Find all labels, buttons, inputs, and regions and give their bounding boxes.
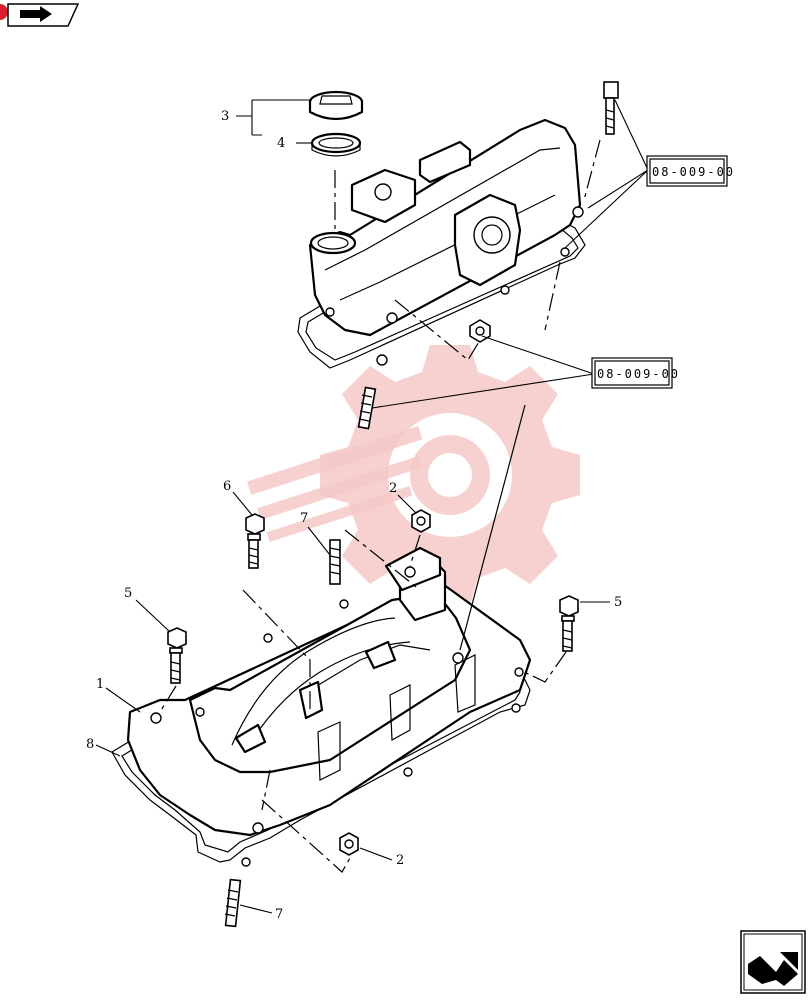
bolt-6 [245, 513, 265, 569]
callout-7-lower: 7 [275, 907, 283, 922]
callout-3: 3 [221, 109, 229, 124]
upper-stud [357, 386, 377, 430]
callout-1: 1 [96, 677, 104, 692]
callout-6: 6 [223, 479, 231, 494]
upper-valve-cover [297, 118, 586, 369]
callout-2-lower: 2 [396, 853, 404, 868]
nav-arrow-icon [20, 6, 52, 22]
callout-5-left: 5 [124, 586, 132, 601]
next-page-button[interactable] [740, 930, 806, 994]
upper-bolt [603, 81, 619, 135]
stud-7-upper [329, 539, 341, 585]
nav-arrow-icon [748, 952, 798, 986]
reference-code-top: 08-009-00 [652, 165, 735, 179]
o-ring-seal [310, 132, 362, 157]
callout-8: 8 [86, 737, 94, 752]
bolt-5-right [559, 595, 579, 652]
callout-7-upper: 7 [300, 511, 308, 526]
callout-4: 4 [277, 136, 285, 151]
callout-5-right: 5 [614, 595, 622, 610]
bolt-5-left [167, 627, 187, 684]
lower-valve-cover-housing [111, 546, 532, 867]
reference-link-top[interactable]: 08-009-00 [646, 155, 735, 187]
previous-page-tab[interactable] [0, 0, 80, 30]
reference-link-mid[interactable]: 08-009-00 [591, 357, 680, 389]
nav-badge-icon [0, 4, 8, 20]
nut-2-lower [339, 832, 359, 856]
watermark-gear-icon [246, 345, 580, 605]
reference-code-mid: 08-009-00 [597, 367, 680, 381]
stud-7-lower [224, 878, 242, 928]
oil-filler-cap [308, 90, 364, 121]
upper-nut [469, 319, 491, 343]
nut-2-upper [411, 509, 431, 533]
callout-2-upper: 2 [389, 481, 397, 496]
